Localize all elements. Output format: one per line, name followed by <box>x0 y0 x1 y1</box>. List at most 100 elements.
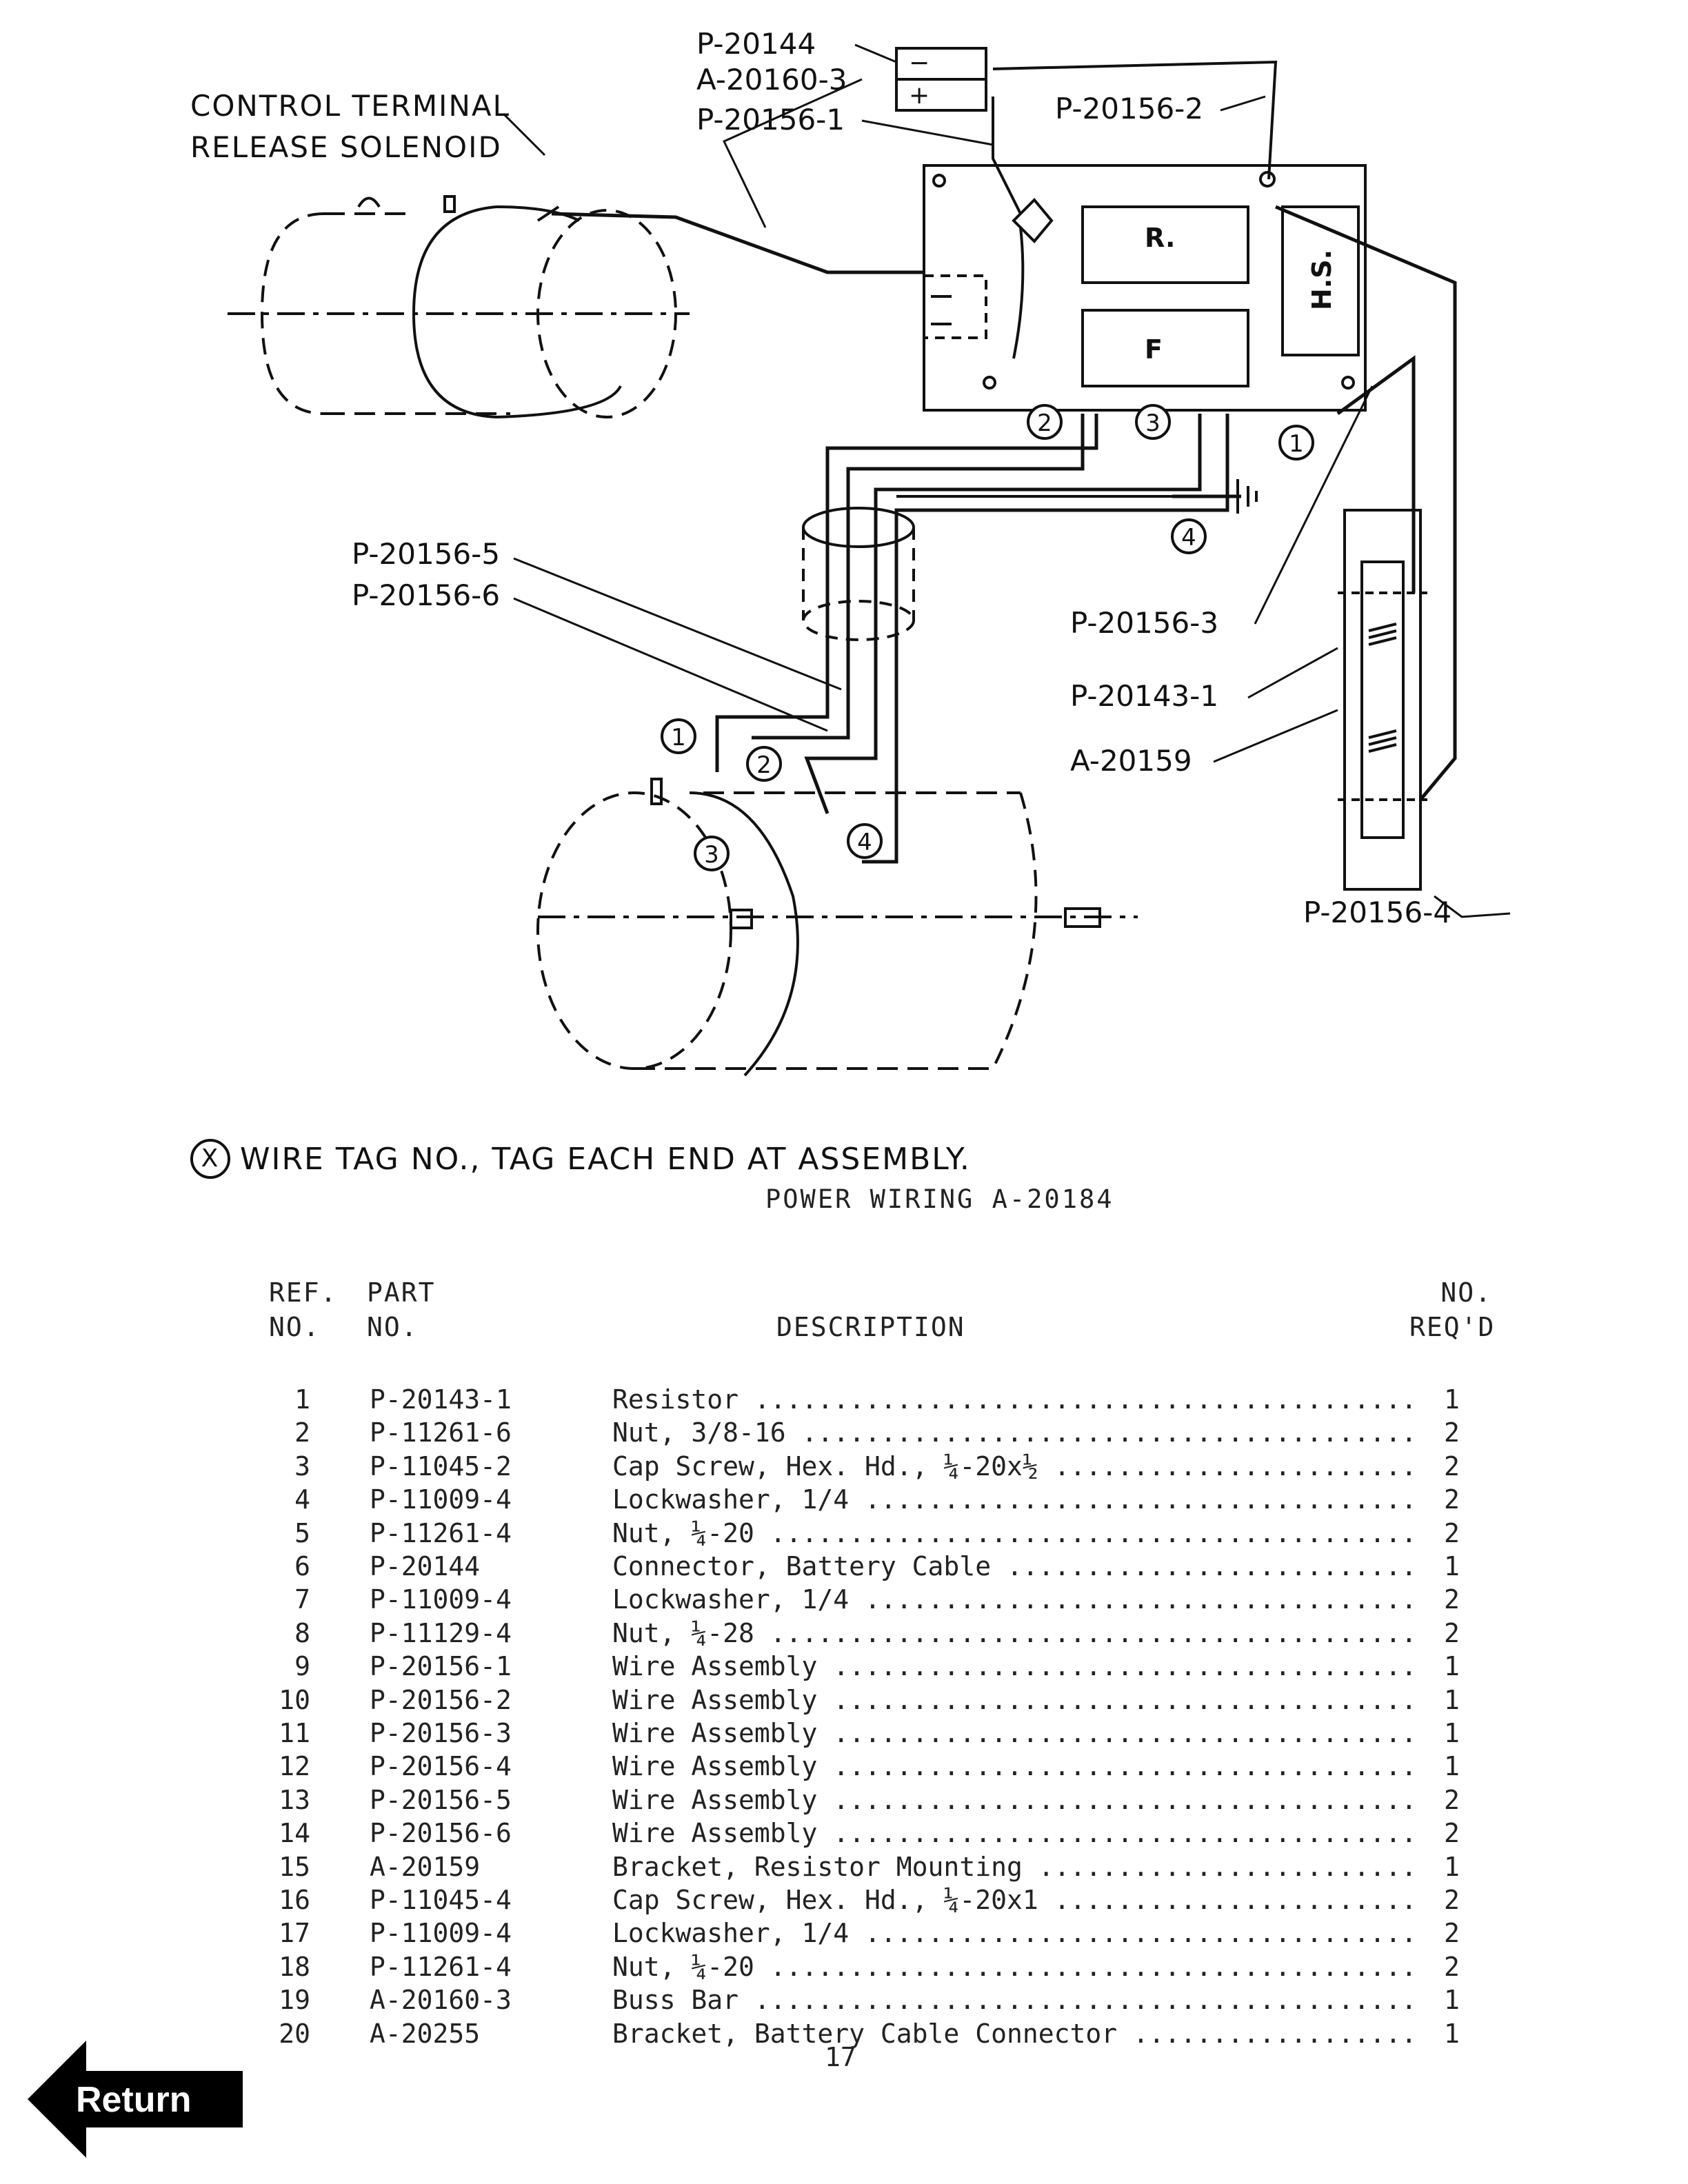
description-cell: Buss Bar ...............................… <box>612 1985 1412 2016</box>
legend-text: WIRE TAG NO., TAG EACH END AT ASSEMBLY. <box>240 1141 971 1177</box>
part-number-cell: P-11009-4 <box>370 1918 512 1949</box>
wire-tag-label: 2 <box>1037 410 1052 437</box>
part-number-cell: P-11261-4 <box>370 1951 512 1982</box>
ref-cell: 11 <box>279 1718 310 1748</box>
wire-tag <box>1171 518 1207 554</box>
wire-tag <box>1135 404 1171 440</box>
description-cell: Wire Assembly ..........................… <box>612 1784 1412 1815</box>
ref-cell: 8 <box>294 1617 310 1648</box>
label-p20156-5: P-20156-5 <box>352 537 500 571</box>
return-label: Return <box>76 2080 192 2120</box>
ref-cell: 19 <box>279 1985 310 2016</box>
wire-tag-label: 1 <box>671 724 686 751</box>
quantity-cell: 2 <box>1444 1617 1460 1648</box>
ref-cell: 12 <box>279 1751 310 1782</box>
wire-tag-symbol: X <box>190 1139 230 1179</box>
quantity-cell: 1 <box>1444 1985 1460 2016</box>
ref-cell: 3 <box>294 1450 310 1482</box>
table-row: 13 P-20156-5 Wire Assembly ...............… <box>262 1785 1517 1818</box>
page-number: 17 <box>825 2042 856 2072</box>
description-cell: Nut, ¼-20 ..............................… <box>612 1951 1412 1982</box>
label-p20156-2: P-20156-2 <box>1055 92 1203 125</box>
quantity-cell: 2 <box>1444 1584 1460 1615</box>
part-number-cell: A-20160-3 <box>370 1985 512 2016</box>
label-p20156-6: P-20156-6 <box>352 578 500 612</box>
wire-p20156-2 <box>992 60 1278 180</box>
table-row: 1 P-20143-1 Resistor .....................… <box>262 1384 1517 1417</box>
label-f: F <box>1145 334 1163 365</box>
quantity-cell: 1 <box>1444 1684 1460 1715</box>
ref-cell: 6 <box>294 1551 310 1581</box>
quantity-cell: 1 <box>1444 1551 1460 1581</box>
description-cell: Resistor ...............................… <box>612 1384 1412 1415</box>
label-p20156-1: P-20156-1 <box>696 103 845 136</box>
lower-motor <box>536 778 1138 1077</box>
ref-cell: 17 <box>279 1918 310 1949</box>
return-button[interactable]: Return <box>28 2041 248 2158</box>
description-cell: Lockwasher, 1/4 ........................… <box>612 1484 1412 1515</box>
wire-tag-label: 3 <box>1145 410 1160 437</box>
description-cell: Connector, Battery Cable ...............… <box>612 1551 1412 1581</box>
wire-tag-label: 4 <box>1181 524 1196 552</box>
part-number-cell: P-11045-2 <box>370 1450 512 1482</box>
ref-cell: 20 <box>279 2018 310 2049</box>
control-panel <box>923 164 1367 412</box>
part-number-cell: P-20143-1 <box>370 1384 512 1415</box>
ref-cell: 7 <box>294 1584 310 1615</box>
connector-plus: + <box>909 81 930 110</box>
ground-symbol <box>896 479 1258 514</box>
description-cell: Lockwasher, 1/4 ........................… <box>612 1918 1412 1949</box>
quantity-cell: 2 <box>1444 1818 1460 1849</box>
part-number-cell: P-11045-4 <box>370 1885 512 1915</box>
quantity-cell: 1 <box>1444 1851 1460 1882</box>
quantity-cell: 2 <box>1444 1517 1460 1548</box>
wire-tag <box>1278 425 1314 461</box>
description-cell: Nut, 3/8-16 ............................… <box>612 1417 1412 1448</box>
ref-cell: 1 <box>294 1384 310 1415</box>
description-cell: Wire Assembly ..........................… <box>612 1751 1412 1782</box>
part-number-cell: P-11009-4 <box>370 1484 512 1515</box>
wire-tag-label: 3 <box>704 841 719 869</box>
quantity-cell: 2 <box>1444 1484 1460 1515</box>
wire-tag-label: 1 <box>1289 430 1304 458</box>
description-cell: Cap Screw, Hex. Hd., ¼-20x½ ............… <box>612 1450 1412 1482</box>
ref-cell: 9 <box>294 1651 310 1682</box>
header-description: DESCRIPTION <box>776 1312 965 1342</box>
part-number-cell: P-20156-6 <box>370 1818 512 1849</box>
ref-cell: 13 <box>279 1784 310 1815</box>
label-release-solenoid: RELEASE SOLENOID <box>190 130 502 164</box>
connector-minus: − <box>909 49 930 77</box>
wire-tag <box>694 836 730 871</box>
label-p20156-4: P-20156-4 <box>1303 896 1451 929</box>
quantity-cell: 2 <box>1444 1450 1460 1482</box>
ref-cell: 15 <box>279 1851 310 1882</box>
resistor-bracket <box>1338 509 1427 891</box>
quantity-cell: 2 <box>1444 1951 1460 1982</box>
table-row: 17 P-11009-4 Lockwasher, 1/4 .............… <box>262 1918 1517 1951</box>
header-ref: REF. NO. <box>269 1277 338 1342</box>
quantity-cell: 2 <box>1444 1885 1460 1915</box>
part-number-cell: P-11261-4 <box>370 1517 512 1548</box>
wire-tag <box>847 823 883 859</box>
part-number-cell: P-20156-3 <box>370 1718 512 1748</box>
ref-cell: 14 <box>279 1818 310 1849</box>
power-wiring-diagram: CONTROL TERMINAL RELEASE SOLENOID P-2014… <box>190 27 1511 1077</box>
ref-cell: 4 <box>294 1484 310 1515</box>
label-hs: H.S. <box>1307 250 1337 310</box>
label-a20160-3: A-20160-3 <box>696 63 847 97</box>
part-number-cell: P-20156-5 <box>370 1784 512 1815</box>
part-number-cell: P-11261-6 <box>370 1417 512 1448</box>
part-number-cell: P-11129-4 <box>370 1617 512 1648</box>
